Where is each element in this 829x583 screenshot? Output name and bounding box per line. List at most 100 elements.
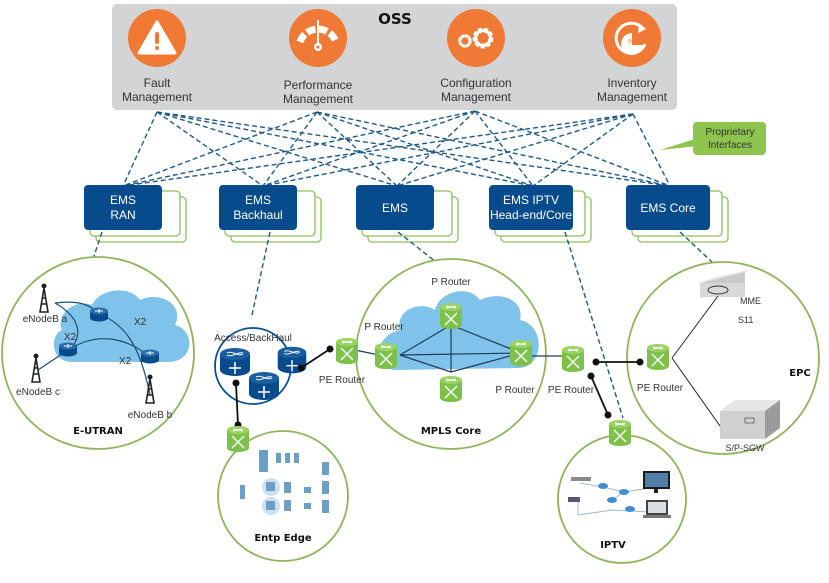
callout-line2: Interfaces <box>708 140 752 151</box>
pe-router-core[interactable]: PE Router <box>548 345 595 396</box>
ems-core[interactable]: EMS Core <box>626 185 729 243</box>
management-link <box>474 110 534 187</box>
p-router-icon <box>439 302 463 330</box>
oss-fault-management[interactable]: Fault Management <box>122 9 193 104</box>
callout-line1: Proprietary <box>706 127 755 138</box>
management-link <box>262 113 634 187</box>
oss-configuration-management[interactable]: Configuration Management <box>440 9 512 104</box>
management-link <box>474 110 671 187</box>
ems-label-line2: Head-end/Core <box>490 208 572 222</box>
oss-performance-management[interactable]: Performance Management <box>283 9 354 106</box>
enterprise-network-thumbnail <box>240 450 329 515</box>
management-links <box>122 110 671 187</box>
management-link <box>532 113 634 187</box>
management-link <box>122 113 634 187</box>
p-router-icon <box>439 375 463 403</box>
oss-label-line1: Performance <box>284 78 353 92</box>
sgw-server-icon <box>720 400 780 439</box>
oss-inventory-management[interactable]: % Inventory Management <box>597 9 668 104</box>
management-link <box>262 111 318 187</box>
oss-panel: OSS Fault Management Performance Managem… <box>112 4 677 110</box>
switch-icon <box>248 371 280 401</box>
ems-mpls[interactable]: EMS <box>356 185 459 243</box>
management-link <box>122 110 476 187</box>
entp-edge-title: Entp Edge <box>254 533 312 544</box>
management-link <box>156 111 398 187</box>
oss-label-line2: Management <box>597 90 668 104</box>
x2-label: X2 <box>134 317 147 328</box>
management-link <box>122 111 158 187</box>
oss-label-line2: Management <box>441 90 512 104</box>
management-link <box>396 113 634 187</box>
ems-iptv[interactable]: EMS IPTV Head-end/Core <box>489 185 592 243</box>
pe-router-icon <box>608 419 632 447</box>
management-link <box>262 110 476 187</box>
management-link <box>396 110 476 187</box>
oss-title: OSS <box>378 10 412 28</box>
pe-router-icon <box>226 425 250 453</box>
oss-label-line1: Inventory <box>607 76 656 90</box>
ems-label-line1: EMS <box>245 193 271 207</box>
p-router-icon <box>509 339 533 367</box>
mpls-core-title: MPLS Core <box>421 426 481 437</box>
ems-label-line1: EMS Core <box>640 201 696 215</box>
p-router-label: P Router <box>364 322 404 333</box>
p-router-icon <box>374 342 398 370</box>
management-link <box>632 113 671 187</box>
pe-router-label: PE Router <box>548 385 595 396</box>
svg-text:%: % <box>628 39 634 46</box>
management-link <box>316 111 671 187</box>
enodeb-b-label: eNodeB b <box>128 410 173 421</box>
enodeb-a-label: eNodeB a <box>23 314 68 325</box>
ems-label-line1: EMS <box>110 193 136 207</box>
domain-entp-edge[interactable]: Entp Edge <box>217 425 349 562</box>
oss-label-line1: Fault <box>144 76 171 90</box>
sgw-label: S/P-SGW <box>725 443 765 453</box>
x2-label: X2 <box>64 332 77 343</box>
domain-access-backhaul[interactable]: Access/BackHaul <box>214 327 307 405</box>
pe-router-icon <box>561 345 585 373</box>
eutran-title: E-UTRAN <box>73 426 123 437</box>
ems-backhaul[interactable]: EMS Backhaul <box>219 185 322 243</box>
ems-label-line2: Backhaul <box>233 208 282 222</box>
access-backhaul-label: Access/BackHaul <box>214 333 292 344</box>
domain-mpls-core[interactable]: P Router P Router P Router MPLS Core <box>354 258 563 450</box>
pe-router-icon <box>646 343 670 371</box>
management-link <box>156 111 671 187</box>
iptv-network-thumbnail <box>568 471 671 518</box>
mme-server-icon <box>700 269 752 298</box>
router-icon <box>58 342 78 357</box>
cloud <box>378 291 539 370</box>
ems-label-line2: RAN <box>110 208 135 222</box>
physical-links <box>235 348 331 426</box>
ems-label-line1: EMS <box>382 201 408 215</box>
p-router-label: P Router <box>495 385 535 396</box>
management-link <box>316 111 398 187</box>
oss-label-line1: Configuration <box>440 76 511 90</box>
management-link <box>316 111 534 187</box>
router-icon <box>140 349 160 364</box>
iptv-title: IPTV <box>600 540 626 551</box>
switch-icon <box>219 347 251 377</box>
router-icon <box>89 307 109 322</box>
management-link <box>156 111 264 187</box>
pe-router-label: PE Router <box>637 383 684 394</box>
enodeb-c-label: eNodeB c <box>16 387 60 398</box>
pe-router-icon <box>335 337 359 365</box>
domain-epc[interactable]: MME S11 S/P-SGW PE Router EPC <box>626 261 820 455</box>
management-link <box>156 111 534 187</box>
oss-label-line2: Management <box>283 92 354 106</box>
p-router-label: P Router <box>431 277 471 288</box>
x2-label: X2 <box>119 356 132 367</box>
cloud <box>53 290 190 362</box>
domain-iptv[interactable]: IPTV <box>557 419 687 564</box>
pe-router-label: PE Router <box>319 375 366 386</box>
domain-eutran[interactable]: eNodeB a eNodeB c eNodeB b X2 X2 X2 E-UT… <box>1 256 195 450</box>
ems-label-line1: EMS IPTV <box>503 193 559 207</box>
proprietary-interfaces-callout: Proprietary Interfaces <box>660 122 766 155</box>
ems-ran[interactable]: EMS RAN <box>84 185 187 243</box>
epc-title: EPC <box>789 368 811 379</box>
pe-router-backhaul[interactable]: PE Router <box>319 337 366 386</box>
mme-label: MME <box>740 296 761 306</box>
